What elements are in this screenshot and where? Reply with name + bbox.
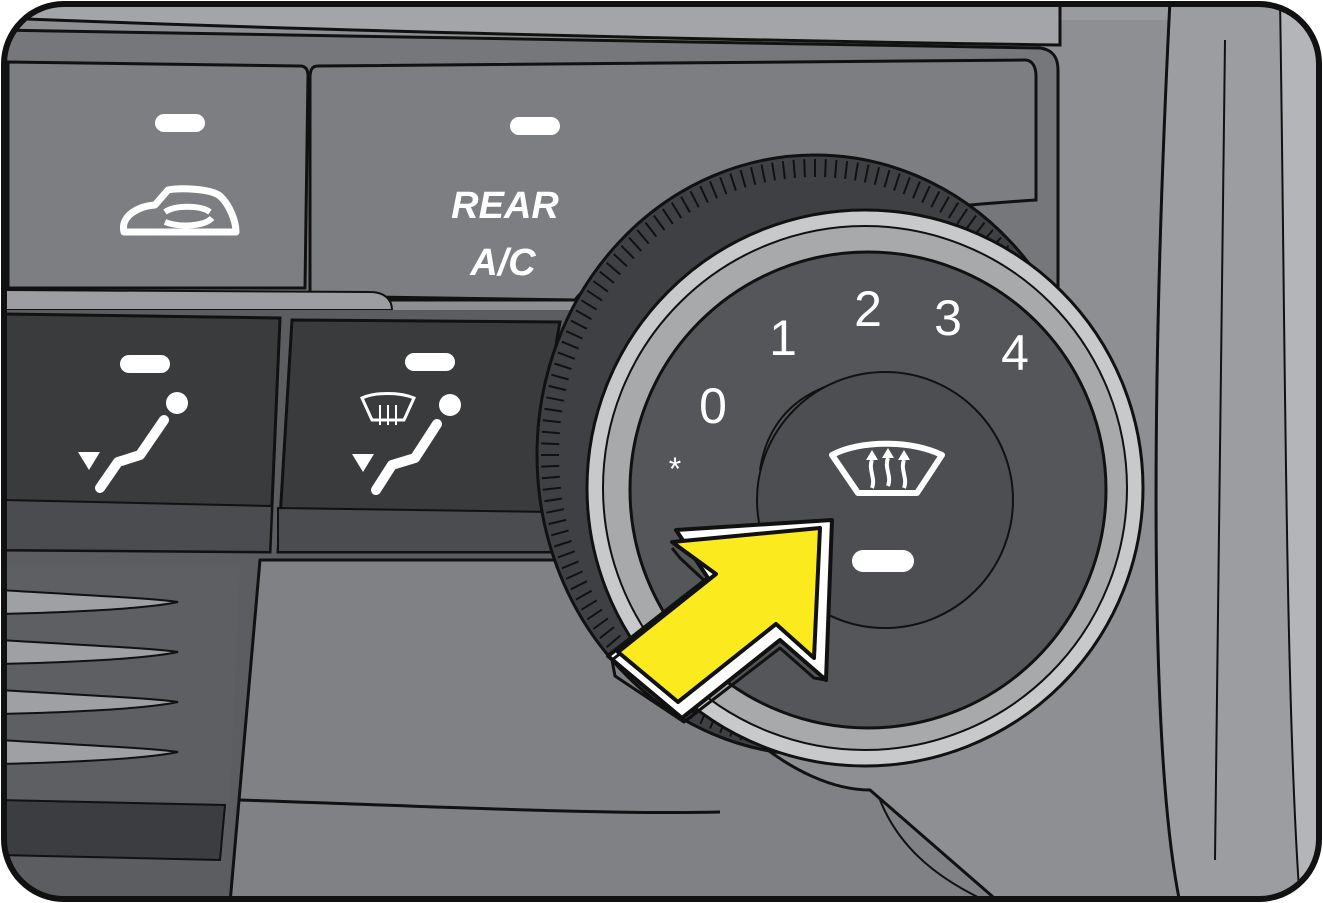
- knurl-tick: [739, 169, 747, 188]
- floor-defrost-button[interactable]: [276, 318, 564, 554]
- dial-mark-2: 2: [854, 281, 882, 337]
- knurl-tick: [605, 634, 621, 648]
- knurl-tick: [781, 160, 786, 180]
- recirculation-button[interactable]: [6, 60, 310, 290]
- knurl-tick: [680, 196, 691, 213]
- rear-window-defrost-icon: [829, 440, 945, 496]
- knurl-tick: [544, 497, 563, 503]
- knurl-tick: [670, 202, 683, 219]
- knurl-tick: [644, 221, 658, 238]
- knurl-tick: [699, 185, 709, 203]
- floor-mode-indicator: [120, 355, 170, 373]
- dial-mark-min: *: [669, 451, 681, 487]
- knurl-tick: [636, 229, 650, 245]
- knurl-tick: [580, 299, 598, 311]
- knurl-tick: [541, 464, 560, 468]
- recirculation-indicator: [155, 114, 205, 132]
- knurl-tick: [771, 162, 776, 181]
- knurl-tick: [548, 384, 567, 392]
- knurl-tick: [750, 166, 757, 185]
- knurl-tick: [599, 270, 615, 284]
- knurl-tick: [873, 166, 880, 185]
- seat-floor-airflow-icon: [78, 392, 188, 493]
- knurl-tick: [939, 196, 950, 213]
- knurl-tick: [542, 419, 561, 424]
- seat-floor-defrost-icon: [352, 392, 461, 495]
- knurl-tick: [554, 362, 572, 371]
- knurl-tick: [902, 176, 911, 195]
- rear-ac-indicator: [510, 117, 560, 135]
- knurl-tick: [544, 407, 563, 413]
- knurl-tick: [863, 164, 870, 183]
- air-vent: [4, 565, 240, 862]
- dial-mark-4: 4: [1001, 325, 1029, 381]
- knurl-tick: [551, 373, 569, 381]
- defrost-indicator: [852, 550, 914, 572]
- knurl-tick: [546, 508, 565, 514]
- knurl-tick: [541, 442, 560, 446]
- knurl-tick: [834, 159, 838, 178]
- knurl-tick: [893, 173, 901, 191]
- knurl-tick: [689, 190, 700, 208]
- knurl-tick: [661, 208, 674, 225]
- knurl-tick: [964, 214, 977, 231]
- knurl-tick: [570, 319, 588, 330]
- knurl-tick: [541, 475, 560, 480]
- knurl-tick: [565, 570, 583, 580]
- knurl-tick: [542, 486, 561, 491]
- knurl-tick: [592, 280, 609, 293]
- knurl-tick: [554, 539, 572, 548]
- knurl-tick: [565, 330, 583, 340]
- knurl-tick: [592, 617, 609, 630]
- knurl-tick: [947, 202, 960, 219]
- knurl-tick: [854, 162, 859, 181]
- air-recirculation-icon: [120, 185, 240, 236]
- knurl-tick: [719, 176, 728, 195]
- knurl-tick: [605, 262, 621, 276]
- knurl-tick: [548, 518, 567, 526]
- knurl-tick: [930, 190, 941, 208]
- knurl-tick: [580, 599, 598, 611]
- knurl-tick: [575, 589, 593, 601]
- knurl-tick: [557, 351, 576, 360]
- knurl-tick: [599, 626, 615, 640]
- knurl-tick: [729, 173, 737, 191]
- rear-ac-label-line1: REAR: [451, 185, 559, 227]
- dial-mark-3: 3: [934, 290, 962, 346]
- knurl-tick: [921, 185, 931, 203]
- knurl-tick: [586, 608, 603, 621]
- knurl-tick: [760, 164, 767, 183]
- rear-ac-button[interactable]: REAR A/C: [308, 58, 1038, 302]
- knurl-tick: [561, 340, 579, 350]
- knurl-tick: [792, 159, 796, 178]
- knurl-tick: [620, 244, 635, 260]
- knurl-tick: [557, 550, 576, 559]
- knurl-tick: [613, 253, 628, 268]
- knurl-tick: [912, 181, 921, 199]
- floor-mode-button[interactable]: [4, 312, 282, 554]
- knurl-tick: [561, 560, 579, 570]
- dial-mark-0: 0: [699, 378, 727, 434]
- dial-mark-1: 1: [769, 310, 797, 366]
- yellow-arrow-icon: [606, 518, 834, 724]
- knurl-tick: [541, 430, 560, 435]
- knurl-tick: [653, 214, 666, 231]
- knurl-tick: [883, 169, 891, 188]
- knurl-tick: [824, 159, 827, 178]
- knurl-tick: [551, 529, 569, 537]
- knurl-tick: [709, 181, 718, 199]
- knurl-tick: [570, 580, 588, 591]
- knurl-tick: [546, 396, 565, 402]
- knurl-tick: [575, 309, 593, 321]
- knurl-tick: [628, 236, 642, 252]
- knurl-tick: [844, 160, 849, 180]
- knurl-tick: [956, 208, 969, 225]
- rear-ac-label-line2: A/C: [469, 242, 536, 284]
- knurl-tick: [586, 289, 603, 302]
- knurl-tick: [803, 159, 806, 178]
- floor-defrost-indicator: [405, 353, 455, 371]
